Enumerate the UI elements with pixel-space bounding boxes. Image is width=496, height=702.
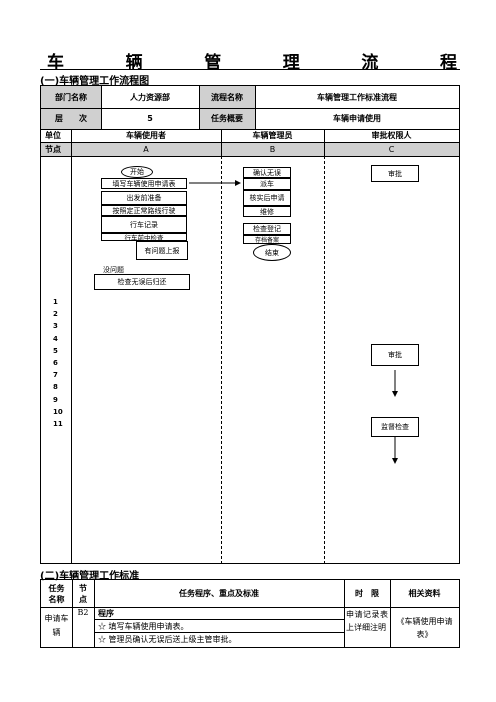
flow-label: 流程名称 <box>199 86 255 108</box>
unit-b: 车辆管理员 <box>252 131 293 140</box>
step-report-issue: 有问题上报 <box>136 241 188 260</box>
dept-label: 部门名称 <box>41 86 101 108</box>
grid-line <box>344 580 345 648</box>
row-number: 3 <box>53 322 58 331</box>
title-char: 程 <box>439 53 457 73</box>
dept-value: 人力资源部 <box>130 92 170 102</box>
task-name-cell: 申请车辆 <box>44 614 69 637</box>
lane-separator <box>324 156 325 564</box>
grid-line <box>41 142 459 143</box>
step-check-register: 检查登记 <box>243 223 291 235</box>
col-material: 相关资料 <box>408 589 441 598</box>
title-char: 理 <box>282 53 300 73</box>
step-verify-apply: 核实后申请 <box>243 190 291 206</box>
program-label: 程序 <box>98 609 114 618</box>
section-2-title: (二)车辆管理工作标准 <box>40 571 140 582</box>
row-number: 1 <box>53 298 58 306</box>
step-prepare: 出发前准备 <box>101 191 187 205</box>
grid-line <box>199 86 200 129</box>
node-b: B <box>221 142 324 156</box>
lane-separator <box>221 156 222 564</box>
unit-label: 单位 <box>45 131 61 140</box>
node-cell: B2 <box>77 608 89 617</box>
step-driving-record: 行车记录 <box>101 216 187 233</box>
program-step-1: ☆ 填写车辆使用申请表。 <box>98 622 189 631</box>
grid-line <box>101 86 102 129</box>
end-node: 结束 <box>253 244 291 261</box>
title-char: 辆 <box>125 53 143 73</box>
grid-line <box>41 156 459 157</box>
grid-line <box>72 580 73 648</box>
step-supervise: 监督检查 <box>371 417 419 437</box>
material-cell: 《车辆使用申请表》 <box>396 617 453 639</box>
col-time-limit: 时 限 <box>355 589 379 598</box>
grid-line <box>390 580 391 648</box>
row-number: 10 <box>53 407 63 416</box>
title-char: 管 <box>204 53 222 73</box>
row-number: 11 <box>53 420 63 429</box>
step-repair: 维修 <box>243 206 291 217</box>
page-title: 车 辆 管 理 流 程 <box>47 48 457 73</box>
row-number: 8 <box>53 383 58 392</box>
label-no-issue: 没问题 <box>103 266 124 274</box>
row-number: 6 <box>53 359 58 368</box>
grid-line <box>255 86 256 129</box>
col-task-name: 任务名称 <box>48 583 65 604</box>
row-number: 7 <box>53 371 58 380</box>
node-a: A <box>71 142 221 156</box>
grid-line <box>41 108 459 109</box>
step-fill-application: 填写车辆使用申请表 <box>101 178 187 189</box>
program-step-2: ☆ 管理员确认无误后送上级主管审批。 <box>98 635 237 644</box>
col-node: 节点 <box>79 583 87 604</box>
row-number: 5 <box>53 346 58 355</box>
title-rule <box>40 69 460 70</box>
step-confirm: 确认无误 <box>243 167 291 178</box>
task-value: 车辆申请使用 <box>333 114 381 123</box>
row-number: 4 <box>53 334 58 343</box>
grid-line <box>41 607 459 608</box>
grid-line <box>94 580 95 648</box>
node-c: C <box>324 142 459 156</box>
unit-a: 车辆使用者 <box>126 131 166 140</box>
task-label: 任务概要 <box>199 108 255 129</box>
section-1-title: (一)车辆管理工作流程图 <box>40 76 150 87</box>
row-number: 2 <box>53 310 58 319</box>
row-numbers: 1 2 3 4 5 6 7 8 9 10 11 <box>53 296 63 430</box>
title-char: 流 <box>361 53 379 73</box>
step-approve-1: 审批 <box>371 165 419 182</box>
step-drive-route: 按照定正常路线行驶 <box>101 205 187 216</box>
step-inspection: 行车前中检查 <box>101 233 187 241</box>
grid-line <box>221 129 222 156</box>
step-approve-2: 审批 <box>371 344 419 366</box>
start-node: 开始 <box>121 166 153 178</box>
time-limit-cell: 申请记录表上详细注明 <box>346 610 388 632</box>
unit-c: 审批权限人 <box>371 131 412 140</box>
node-label: 节点 <box>41 142 71 156</box>
level-value: 5 <box>147 114 153 123</box>
grid-line <box>94 632 344 633</box>
standard-table <box>40 579 460 648</box>
title-char: 车 <box>47 53 64 73</box>
row-number: 9 <box>53 395 58 404</box>
grid-line <box>41 129 459 130</box>
grid-line <box>324 129 325 156</box>
step-dispatch: 派车 <box>243 178 291 190</box>
col-program: 任务程序、重点及标准 <box>179 589 259 598</box>
flowchart-table <box>40 85 460 564</box>
step-return: 检查无误后归还 <box>94 274 190 290</box>
flow-value: 车辆管理工作标准流程 <box>317 92 397 102</box>
grid-line <box>71 129 72 564</box>
grid-line <box>94 619 344 620</box>
level-label: 层 次 <box>41 108 101 129</box>
step-archive: 存档备案 <box>243 235 291 244</box>
